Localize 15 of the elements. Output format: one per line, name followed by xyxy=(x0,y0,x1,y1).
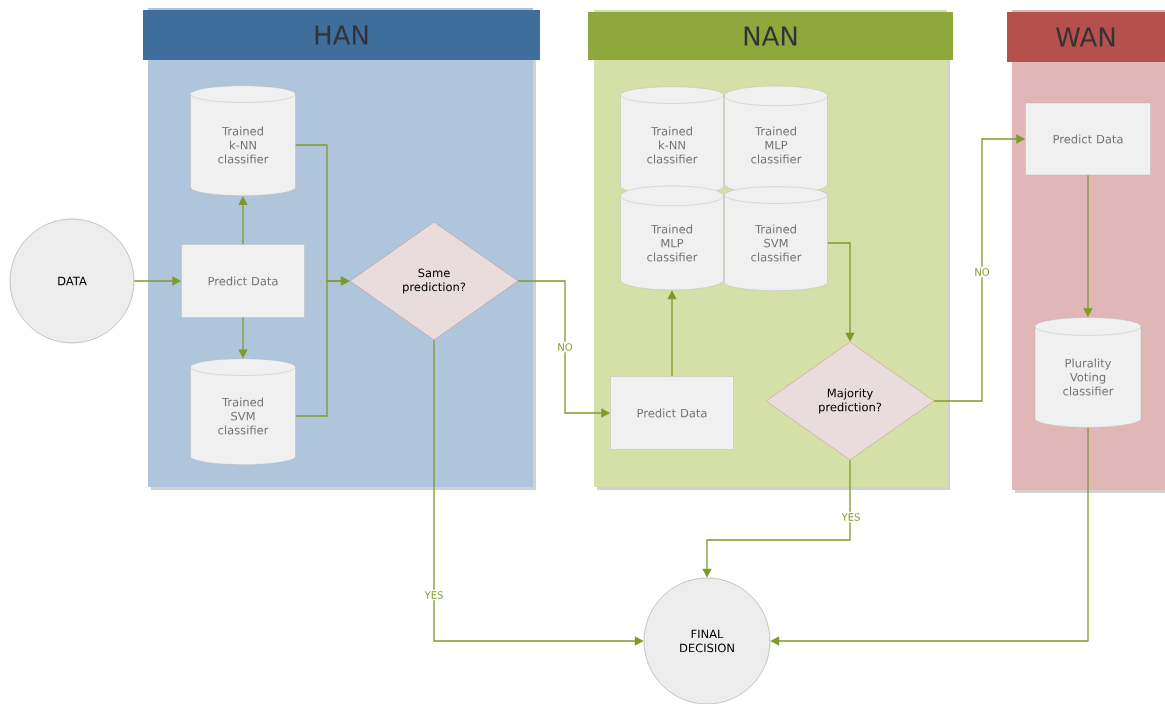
edge-label: YES xyxy=(423,589,445,601)
classifier-cylinder: Trained k-NN classifier xyxy=(620,86,724,195)
classifier-cylinder: Trained MLP classifier xyxy=(724,85,828,195)
process-box: Predict Data xyxy=(181,244,305,318)
arrow xyxy=(667,290,677,377)
edge-label: NO xyxy=(555,341,575,353)
process-box: Predict Data xyxy=(1025,102,1151,176)
classifier-cylinder: Trained SVM classifier xyxy=(190,358,296,465)
classifier-cylinder: Trained SVM classifier xyxy=(724,186,828,291)
edge-label: YES xyxy=(840,511,862,523)
process-box: Predict Data xyxy=(610,376,734,450)
classifier-cylinder: Plurality Voting classifier xyxy=(1034,317,1142,428)
classifier-cylinder: Trained MLP classifier xyxy=(620,185,724,291)
classifier-cylinder: Trained k-NN classifier xyxy=(190,85,296,196)
edge-label: NO xyxy=(972,266,992,278)
